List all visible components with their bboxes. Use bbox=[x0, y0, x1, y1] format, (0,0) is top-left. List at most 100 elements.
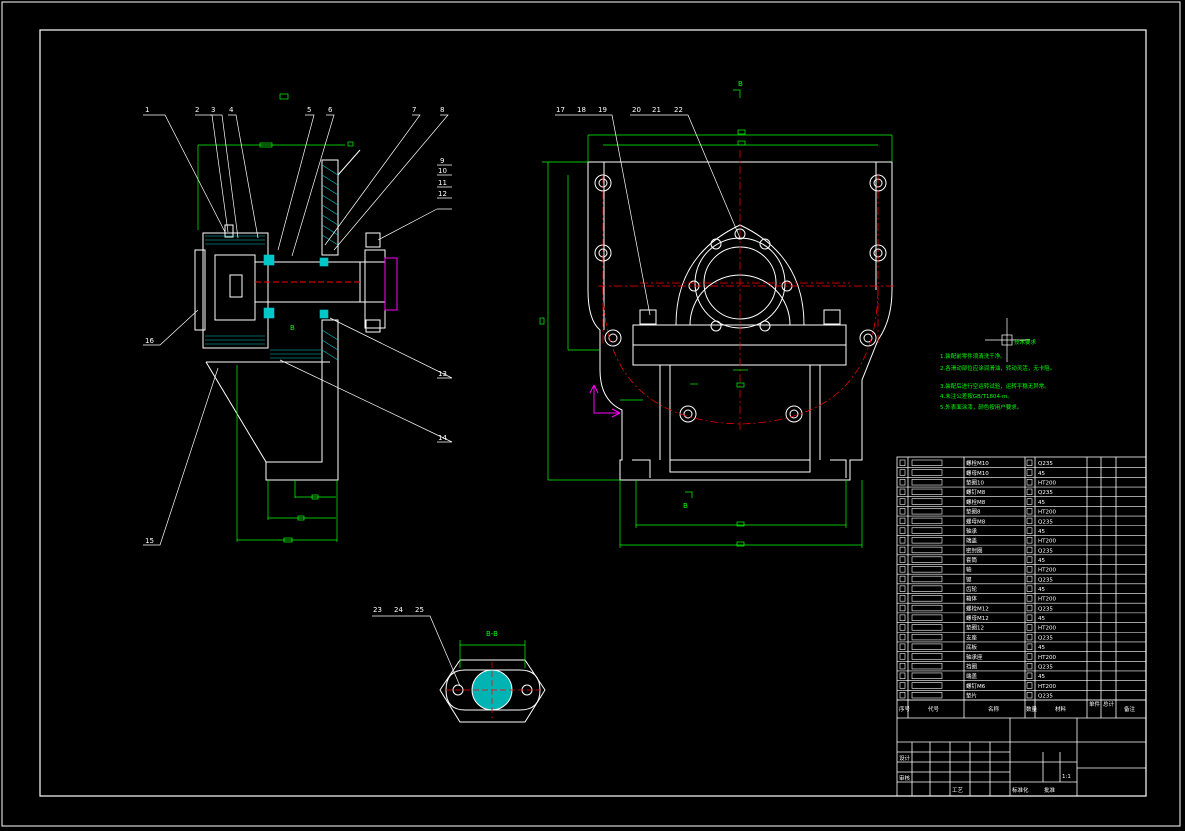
bom-qty-box bbox=[1026, 595, 1033, 602]
bom-part-name: 端盖 bbox=[966, 537, 978, 545]
bom-part-name: 垫圈8 bbox=[966, 508, 981, 516]
left-view-dimensions bbox=[197, 93, 354, 543]
bom-code-box bbox=[911, 682, 943, 689]
bom-qty-box bbox=[1026, 566, 1033, 573]
bom-qty-box bbox=[1026, 537, 1033, 544]
header-code: 代号 bbox=[928, 705, 940, 713]
bom-part-name: 螺母M12 bbox=[966, 614, 989, 622]
bom-material: 45 bbox=[1038, 645, 1045, 651]
bom-part-name: 螺母M10 bbox=[966, 469, 989, 477]
bom-part-name: 端盖 bbox=[966, 672, 978, 680]
bom-qty-box bbox=[1026, 672, 1033, 679]
bom-part-name: 挡圈 bbox=[966, 662, 978, 670]
bom-seq-box bbox=[899, 595, 906, 602]
bom-material: Q235 bbox=[1038, 461, 1053, 467]
balloon-23: 23 bbox=[373, 606, 382, 614]
bom-part-name: 螺钉M8 bbox=[966, 488, 986, 496]
bom-code-box bbox=[911, 604, 943, 612]
bom-code-box bbox=[911, 575, 943, 583]
header-name: 名称 bbox=[988, 705, 1000, 713]
left-section-view bbox=[194, 149, 398, 481]
bom-part-name: 底板 bbox=[966, 643, 978, 651]
bom-part-name: 支座 bbox=[966, 633, 978, 641]
drawing-frame bbox=[39, 29, 1147, 797]
bom-material: 45 bbox=[1038, 558, 1045, 564]
bom-qty-box bbox=[1026, 546, 1033, 554]
bom-seq-box bbox=[899, 672, 906, 679]
bom-material: HT200 bbox=[1038, 510, 1056, 516]
bom-part-name: 螺钉M6 bbox=[966, 682, 986, 690]
bom-code-box bbox=[911, 653, 943, 660]
bom-part-name: 轴 bbox=[966, 566, 972, 574]
bom-qty-box bbox=[1026, 633, 1033, 641]
tech-note-1: 1.装配前零件须清洗干净。 bbox=[940, 352, 1006, 360]
bom-seq-box bbox=[899, 585, 906, 592]
bom-part-name: 齿轮 bbox=[966, 585, 978, 593]
header-material: 材料 bbox=[1055, 705, 1067, 713]
bom-seq-box bbox=[899, 498, 906, 505]
left-leader-lines bbox=[143, 114, 453, 546]
bom-code-box bbox=[911, 546, 943, 554]
bom-code-box bbox=[911, 469, 943, 476]
bom-seq-box bbox=[899, 643, 906, 650]
bom-part-name: 垫片 bbox=[966, 692, 977, 700]
bom-code-box bbox=[911, 643, 943, 650]
title-block bbox=[896, 456, 1147, 797]
bom-seq-box bbox=[899, 527, 906, 534]
bom-seq-box bbox=[899, 517, 906, 525]
bom-part-name: 密封圈 bbox=[966, 546, 983, 554]
bom-part-name: 轴承座 bbox=[966, 653, 983, 661]
balloon-20: 20 bbox=[632, 106, 641, 114]
bom-material: 45 bbox=[1038, 587, 1045, 593]
bom-qty-box bbox=[1026, 643, 1033, 650]
bom-qty-box bbox=[1026, 682, 1033, 689]
balloon-12: 12 bbox=[438, 190, 447, 198]
bom-material: HT200 bbox=[1038, 481, 1056, 487]
tech-note-5: 5.外表面涂漆，颜色按用户要求。 bbox=[940, 403, 1022, 411]
bom-qty-box bbox=[1026, 556, 1033, 563]
bom-material: Q235 bbox=[1038, 635, 1053, 641]
bom-material: HT200 bbox=[1038, 684, 1056, 690]
bom-material: Q235 bbox=[1038, 519, 1053, 525]
bom-seq-box bbox=[899, 653, 906, 660]
bom-qty-box bbox=[1026, 527, 1033, 534]
view-mark-left: B bbox=[290, 324, 295, 332]
bom-code-box bbox=[911, 595, 943, 602]
balloon-4: 4 bbox=[229, 106, 234, 114]
header-total: 总计 bbox=[1103, 700, 1115, 708]
bom-qty-box bbox=[1026, 662, 1033, 670]
balloon-11: 11 bbox=[438, 179, 447, 187]
right-view-centerlines bbox=[598, 150, 896, 430]
bom-material: Q235 bbox=[1038, 577, 1053, 583]
sign-process: 工艺 bbox=[952, 787, 964, 794]
bom-material: Q235 bbox=[1038, 548, 1053, 554]
bom-part-name: 垫圈12 bbox=[966, 624, 984, 632]
bom-material: 45 bbox=[1038, 500, 1045, 506]
tech-note-2: 2.各滑动部位应涂润滑油，转动灵活，无卡阻。 bbox=[940, 364, 1055, 372]
bom-material: HT200 bbox=[1038, 568, 1056, 574]
bom-seq-box bbox=[899, 633, 906, 641]
balloon-19: 19 bbox=[598, 106, 607, 114]
bom-material: Q235 bbox=[1038, 606, 1053, 612]
bom-material: HT200 bbox=[1038, 626, 1056, 632]
bom-code-box bbox=[911, 692, 943, 699]
right-balloon-labels: 17 18 19 20 21 22 bbox=[556, 106, 683, 114]
bom-part-name: 螺母M8 bbox=[966, 517, 986, 525]
bom-part-name: 螺栓M10 bbox=[966, 459, 989, 467]
bom-seq-box bbox=[899, 508, 906, 515]
bom-part-name: 键 bbox=[966, 575, 972, 583]
header-qty: 数量 bbox=[1026, 705, 1038, 713]
bom-code-box bbox=[911, 508, 943, 515]
bom-seq-box bbox=[899, 662, 906, 670]
bom-material: HT200 bbox=[1038, 655, 1056, 661]
bom-seq-box bbox=[899, 575, 906, 583]
bom-code-box bbox=[911, 633, 943, 641]
bom-code-box bbox=[911, 479, 943, 486]
tech-title: 技术要求 bbox=[1014, 338, 1037, 346]
header-seq: 序号 bbox=[899, 705, 911, 713]
balloon-25: 25 bbox=[415, 606, 424, 614]
bom-seq-box bbox=[899, 546, 906, 554]
balloon-1: 1 bbox=[145, 106, 149, 114]
bom-material: 45 bbox=[1038, 529, 1045, 535]
